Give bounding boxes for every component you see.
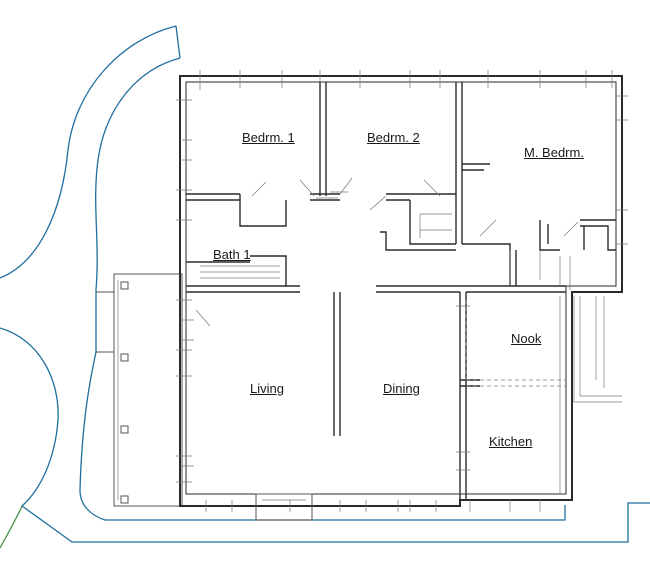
kitchen-details	[195, 177, 622, 494]
room-label-dining: Dining	[383, 381, 420, 396]
walkway-outline	[0, 25, 650, 543]
room-label-nook: Nook	[511, 331, 542, 346]
frame-ticks	[182, 139, 470, 471]
interior-walls	[186, 82, 616, 500]
room-label-master-bedroom: M. Bedrm.	[524, 145, 584, 160]
room-label-bath-1: Bath 1	[213, 247, 251, 262]
room-label-bedroom-2: Bedrm. 2	[367, 130, 420, 145]
room-label-living: Living	[250, 381, 284, 396]
lawn-edge	[0, 505, 23, 549]
room-label-bedroom-1: Bedrm. 1	[242, 130, 295, 145]
porch	[96, 273, 183, 507]
room-label-kitchen: Kitchen	[489, 434, 533, 449]
